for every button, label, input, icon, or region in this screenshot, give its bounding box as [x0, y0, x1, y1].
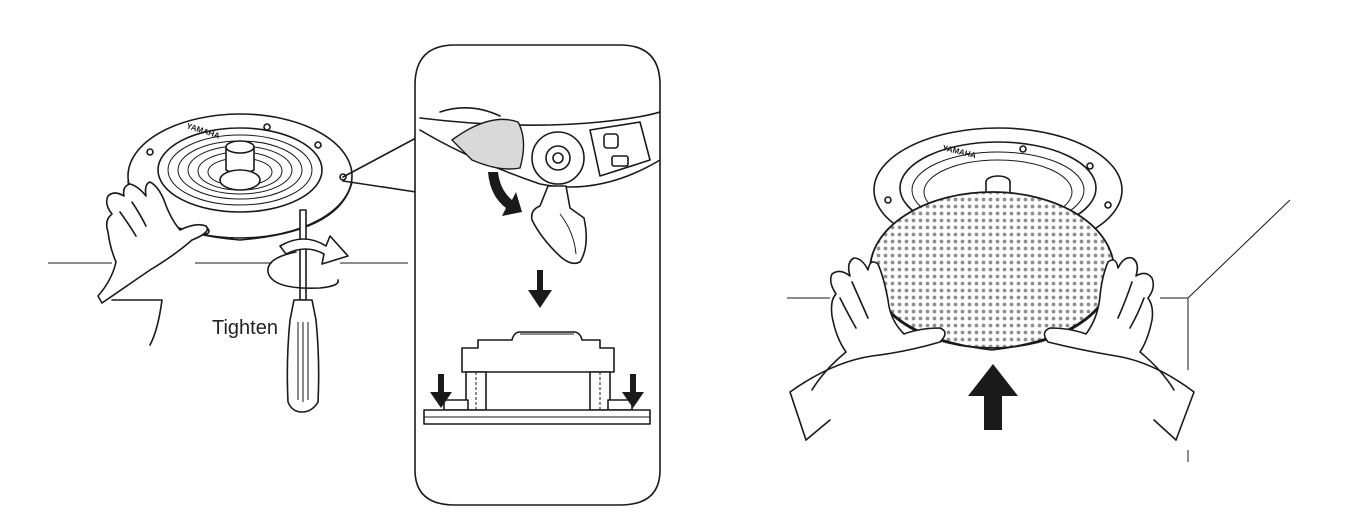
down-arrow-icon [528, 270, 552, 308]
screwdriver-shaft [299, 209, 307, 301]
clamp-closeup [419, 107, 660, 265]
tweeter-dome [219, 169, 261, 191]
installed-cross-section [423, 331, 651, 425]
callout-connector [342, 137, 417, 193]
rotate-arrow-icon [267, 235, 349, 289]
speaker-grille [869, 191, 1115, 351]
rotate-arrow-icon [488, 172, 522, 216]
step-attach-grille-panel: YAMAHA [787, 127, 1291, 462]
speaker-unit: YAMAHA [127, 113, 353, 241]
left-clamp-section [443, 399, 469, 411]
down-arrow-icon [430, 374, 644, 408]
hand-icon-left [789, 257, 946, 441]
right-clamp-section [607, 399, 633, 411]
hand-icon-right [1043, 256, 1195, 441]
wall-corner-line [1187, 199, 1291, 299]
screwdriver-icon [286, 209, 320, 413]
hand-icon-left-panel [97, 181, 209, 346]
clamp-open-position [450, 118, 525, 170]
detail-callout [414, 44, 661, 506]
clamp-arm [530, 185, 588, 265]
up-arrow-icon [968, 364, 1018, 430]
tighten-label: Tighten [212, 317, 278, 339]
step-tighten-panel: YAMAHA [48, 113, 408, 413]
